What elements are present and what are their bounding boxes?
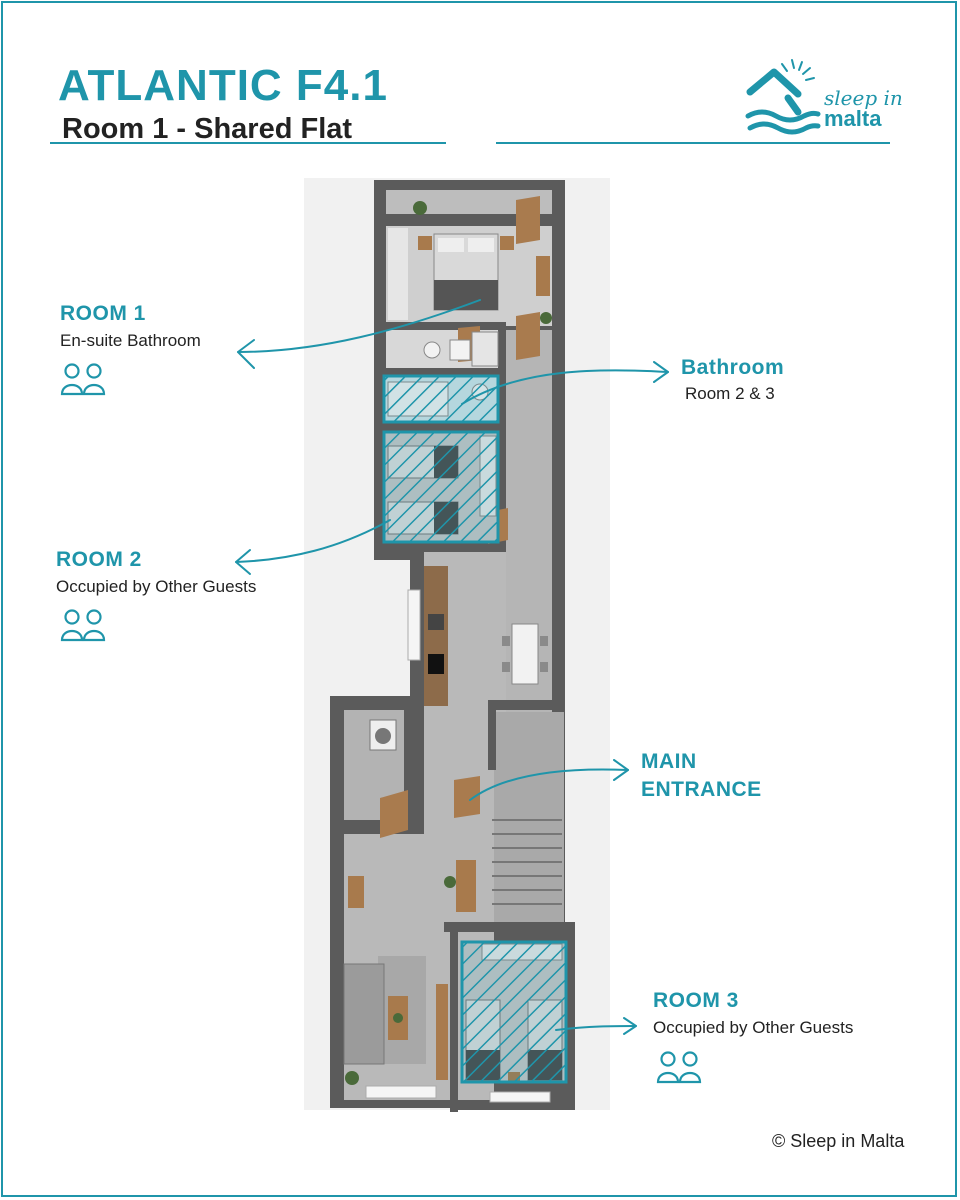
logo-text-top: sleep in	[824, 86, 903, 110]
page-title: ATLANTIC F4.1	[58, 61, 388, 110]
window	[407, 589, 421, 661]
house-sun-waves-logo	[745, 59, 821, 135]
sink	[428, 614, 444, 630]
plant	[345, 1071, 359, 1085]
wardrobe	[388, 228, 408, 320]
room2-heading: ROOM 2	[56, 548, 142, 571]
room3-heading: ROOM 3	[653, 989, 739, 1012]
two-guests-icon	[656, 1051, 702, 1084]
room1-bed	[433, 233, 499, 311]
page-subtitle: Room 1 - Shared Flat	[62, 113, 353, 145]
balcony-window	[365, 1085, 437, 1099]
ensuite-sink	[449, 339, 471, 361]
bathroom-highlight	[382, 374, 500, 424]
plant	[444, 876, 456, 888]
side-table	[348, 876, 364, 908]
room3-arrow	[555, 1025, 637, 1031]
room1-heading: ROOM 1	[60, 302, 146, 325]
room2-highlight	[382, 430, 500, 544]
desk	[536, 256, 550, 296]
plant	[540, 312, 552, 324]
dining-table	[511, 623, 539, 685]
staircase	[492, 819, 562, 905]
room3-arrowhead	[623, 1017, 637, 1035]
ensuite-shower	[471, 331, 499, 367]
entrance-heading-line2: ENTRANCE	[641, 778, 762, 801]
copyright-notice: © Sleep in Malta	[772, 1131, 905, 1151]
room2-arrowhead	[235, 549, 251, 575]
console-table	[456, 860, 476, 912]
internal-walls	[340, 214, 575, 1112]
room1-arrow	[237, 299, 481, 353]
plant	[413, 201, 427, 215]
bathroom-heading: Bathroom	[681, 356, 785, 379]
entrance-heading-line1: MAIN	[641, 750, 697, 773]
hob	[428, 654, 444, 674]
doors	[380, 196, 540, 1080]
plant	[393, 1013, 403, 1023]
sofa	[343, 963, 385, 1065]
kitchen-counter	[424, 566, 448, 706]
room2-arrow	[235, 519, 391, 563]
ensuite-toilet	[423, 341, 441, 359]
nightstand	[500, 236, 514, 250]
bathroom-arrow	[461, 369, 669, 405]
two-guests-icon	[60, 363, 106, 396]
room3-highlight	[460, 940, 568, 1084]
bathroom-detail: Room 2 & 3	[685, 384, 775, 403]
two-guests-icon	[60, 609, 106, 642]
bathroom-arrowhead	[653, 361, 669, 383]
staircase-floor	[494, 712, 564, 922]
entrance-arrow	[469, 768, 629, 801]
title-underline	[50, 142, 446, 144]
room1-detail: En-suite Bathroom	[60, 331, 201, 350]
nightstand	[418, 236, 432, 250]
room2-detail: Occupied by Other Guests	[56, 577, 257, 596]
entrance-arrowhead	[613, 759, 629, 781]
room3-detail: Occupied by Other Guests	[653, 1018, 854, 1037]
dining-chairs	[502, 636, 548, 672]
room1-arrowhead	[237, 339, 255, 369]
room3-window	[489, 1091, 551, 1103]
logo-underline	[496, 142, 890, 144]
logo-text-bottom: malta	[824, 106, 882, 131]
